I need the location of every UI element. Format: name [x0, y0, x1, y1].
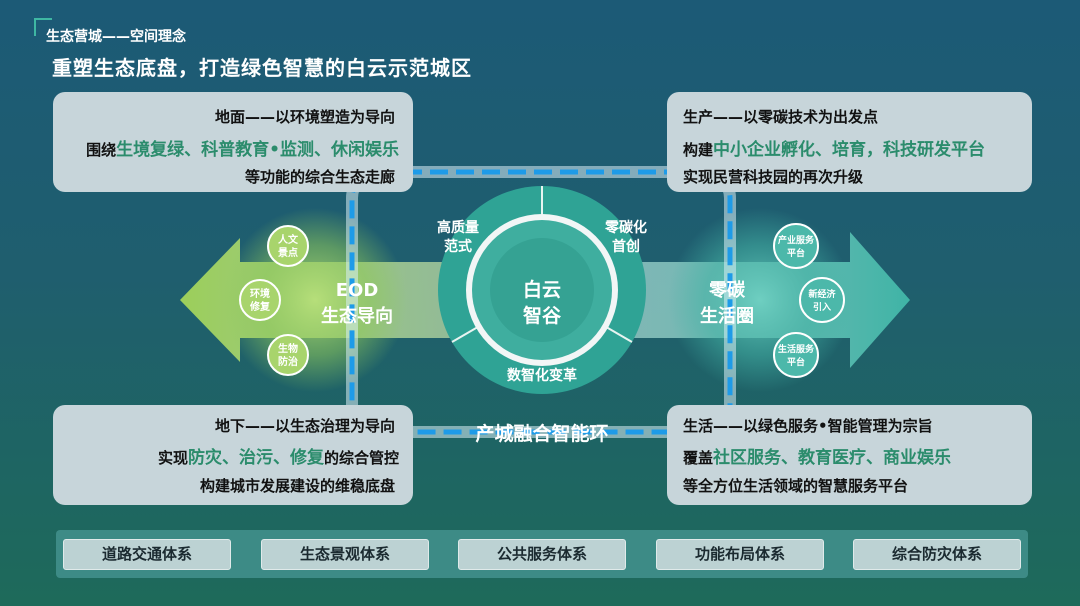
right-hub-line1: 零碳	[708, 279, 746, 301]
right-node-2-l1: 新经济	[808, 288, 836, 300]
living-prefix: 覆盖	[683, 449, 714, 467]
left-node-2-l1: 环境	[250, 287, 270, 300]
production-line3: 实现民营科技园的再次升级	[683, 168, 864, 186]
right-node-2	[799, 277, 845, 323]
left-node-1-l1: 人文	[278, 233, 299, 246]
segment-tl-l2: 范式	[444, 238, 472, 255]
left-node-3-l2: 防治	[278, 355, 298, 368]
right-hub-line2: 生活圈	[700, 305, 754, 327]
panel-production: 生产——以零碳技术为出发点 构建中小企业孵化、培育，科技研发平台 实现民营科技园…	[667, 92, 1032, 192]
ground-line3: 等功能的综合生态走廊	[244, 168, 395, 186]
left-node-1-l2: 景点	[278, 246, 298, 259]
left-node-3	[267, 334, 309, 376]
right-node-3-l2: 平台	[787, 356, 805, 368]
production-line1: 生产——以零碳技术为出发点	[683, 108, 879, 126]
center-core-inner	[490, 238, 594, 342]
left-node-2-l2: 修复	[249, 300, 271, 313]
right-node-2-l2: 引入	[813, 301, 831, 313]
system-road-traffic[interactable]: 道路交通体系	[63, 539, 231, 570]
living-line3: 等全方位生活领域的智慧服务平台	[683, 477, 909, 495]
segment-tr-l2: 首创	[612, 238, 640, 255]
living-line1: 生活——以绿色服务•智能管理为宗旨	[683, 417, 933, 435]
center-line1: 白云	[523, 278, 561, 301]
ground-prefix: 围绕	[86, 141, 117, 159]
underground-line1: 地下——以生态治理为导向	[214, 417, 395, 435]
corner-bracket	[34, 18, 52, 36]
ground-line1: 地面——以环境塑造为导向	[214, 108, 395, 126]
left-node-3-l1: 生物	[278, 342, 298, 355]
living-highlight: 社区服务、教育医疗、商业娱乐	[713, 448, 952, 468]
system-disaster-prevention[interactable]: 综合防灾体系	[853, 539, 1021, 570]
section-subtitle: 生态营城——空间理念	[46, 29, 186, 45]
right-node-1	[773, 223, 819, 269]
system-functional-layout[interactable]: 功能布局体系	[656, 539, 824, 570]
right-node-1-l1: 产业服务	[778, 234, 815, 246]
page-title: 重塑生态底盘，打造绿色智慧的白云示范城区	[52, 56, 472, 80]
underground-prefix: 实现	[157, 449, 188, 467]
center-line2: 智谷	[523, 304, 562, 327]
right-node-3	[773, 332, 819, 378]
right-node-3-l1: 生活服务	[778, 343, 815, 355]
underground-suffix: 的综合管控	[323, 449, 399, 467]
left-node-2	[239, 279, 281, 321]
production-prefix: 构建	[683, 141, 714, 159]
underground-line2: 实现防灾、治污、修复的综合管控	[158, 443, 399, 468]
panel-living: 生活——以绿色服务•智能管理为宗旨 覆盖社区服务、教育医疗、商业娱乐 等全方位生…	[667, 405, 1032, 505]
segment-bottom: 数智化变革	[507, 367, 577, 384]
living-line2: 覆盖社区服务、教育医疗、商业娱乐	[683, 443, 951, 468]
smart-ring-dashes	[349, 169, 733, 435]
panel-underground: 地下——以生态治理为导向 实现防灾、治污、修复的综合管控 构建城市发展建设的维稳…	[53, 405, 413, 505]
segment-tr-l1: 零碳化	[604, 219, 647, 236]
system-public-service[interactable]: 公共服务体系	[458, 539, 626, 570]
underground-highlight: 防灾、治污、修复	[187, 448, 324, 468]
ring-label: 产城融合智能环	[475, 422, 608, 445]
system-ecological-landscape[interactable]: 生态景观体系	[261, 539, 429, 570]
left-hub-line1: EOD	[336, 280, 379, 301]
ground-line2: 围绕生境复绿、科普教育•监测、休闲娱乐	[86, 135, 399, 160]
ground-highlight: 生境复绿、科普教育•监测、休闲娱乐	[116, 140, 399, 160]
production-highlight: 中小企业孵化、培育，科技研发平台	[713, 140, 986, 160]
segment-tl-l1: 高质量	[437, 219, 479, 236]
production-line2: 构建中小企业孵化、培育，科技研发平台	[683, 135, 985, 160]
left-node-1	[267, 225, 309, 267]
panel-ground: 地面——以环境塑造为导向 围绕生境复绿、科普教育•监测、休闲娱乐 等功能的综合生…	[53, 92, 413, 192]
underground-line3: 构建城市发展建设的维稳底盘	[199, 477, 395, 495]
left-hub-line2: 生态导向	[321, 305, 393, 327]
right-node-1-l2: 平台	[787, 247, 805, 259]
